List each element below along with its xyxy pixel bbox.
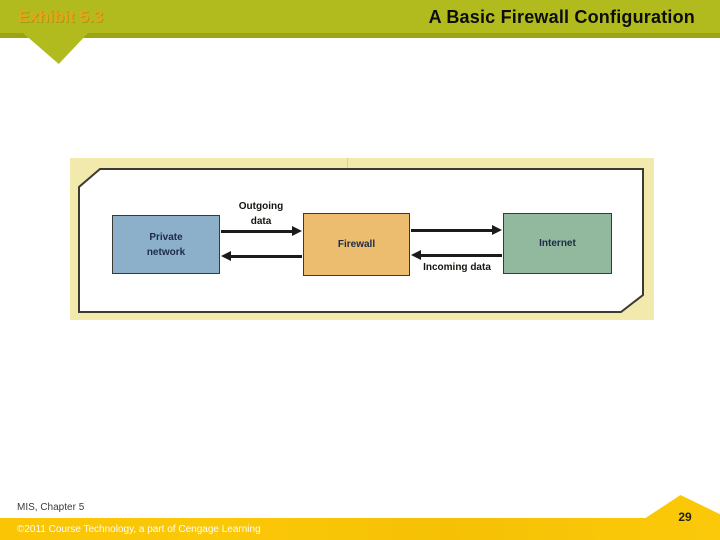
- node-label: Internet: [539, 238, 576, 249]
- outgoing-data-label: Outgoing data: [238, 201, 284, 227]
- arrow-line: [411, 229, 492, 232]
- page-number: 29: [678, 510, 692, 524]
- exhibit-label: Exhibit 5.3: [18, 7, 104, 26]
- incoming-data-label: Incoming data: [423, 262, 491, 273]
- arrowhead-right-icon: [492, 225, 502, 235]
- arrowhead-left-icon: [411, 250, 421, 260]
- header-band-edge: [0, 33, 720, 38]
- firewall-figure: Private network Firewall Internet Outgoi…: [70, 158, 654, 320]
- header-band: [0, 0, 720, 33]
- node-internet: Internet: [503, 213, 612, 274]
- slide-title: A Basic Firewall Configuration: [428, 7, 695, 27]
- footer-band: [0, 518, 720, 540]
- node-private-network: Private network: [112, 215, 220, 274]
- node-label: Firewall: [337, 239, 376, 250]
- arrow-line: [231, 255, 302, 258]
- figure-seam: [347, 158, 348, 170]
- arrowhead-right-icon: [292, 226, 302, 236]
- chapter-footnote: MIS, Chapter 5: [17, 502, 85, 513]
- node-firewall: Firewall: [303, 213, 410, 276]
- down-pointer-icon: [23, 33, 88, 64]
- node-label: Private network: [146, 231, 186, 258]
- arrowhead-left-icon: [221, 251, 231, 261]
- arrow-line: [221, 230, 292, 233]
- arrow-line: [421, 254, 502, 257]
- copyright-text: ©2011 Course Technology, a part of Cenga…: [17, 524, 261, 535]
